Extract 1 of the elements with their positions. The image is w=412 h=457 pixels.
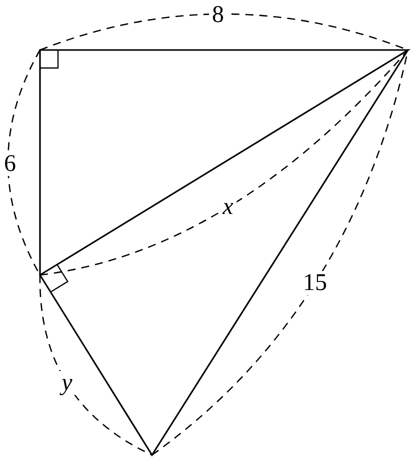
dimension-label: y <box>58 371 76 395</box>
